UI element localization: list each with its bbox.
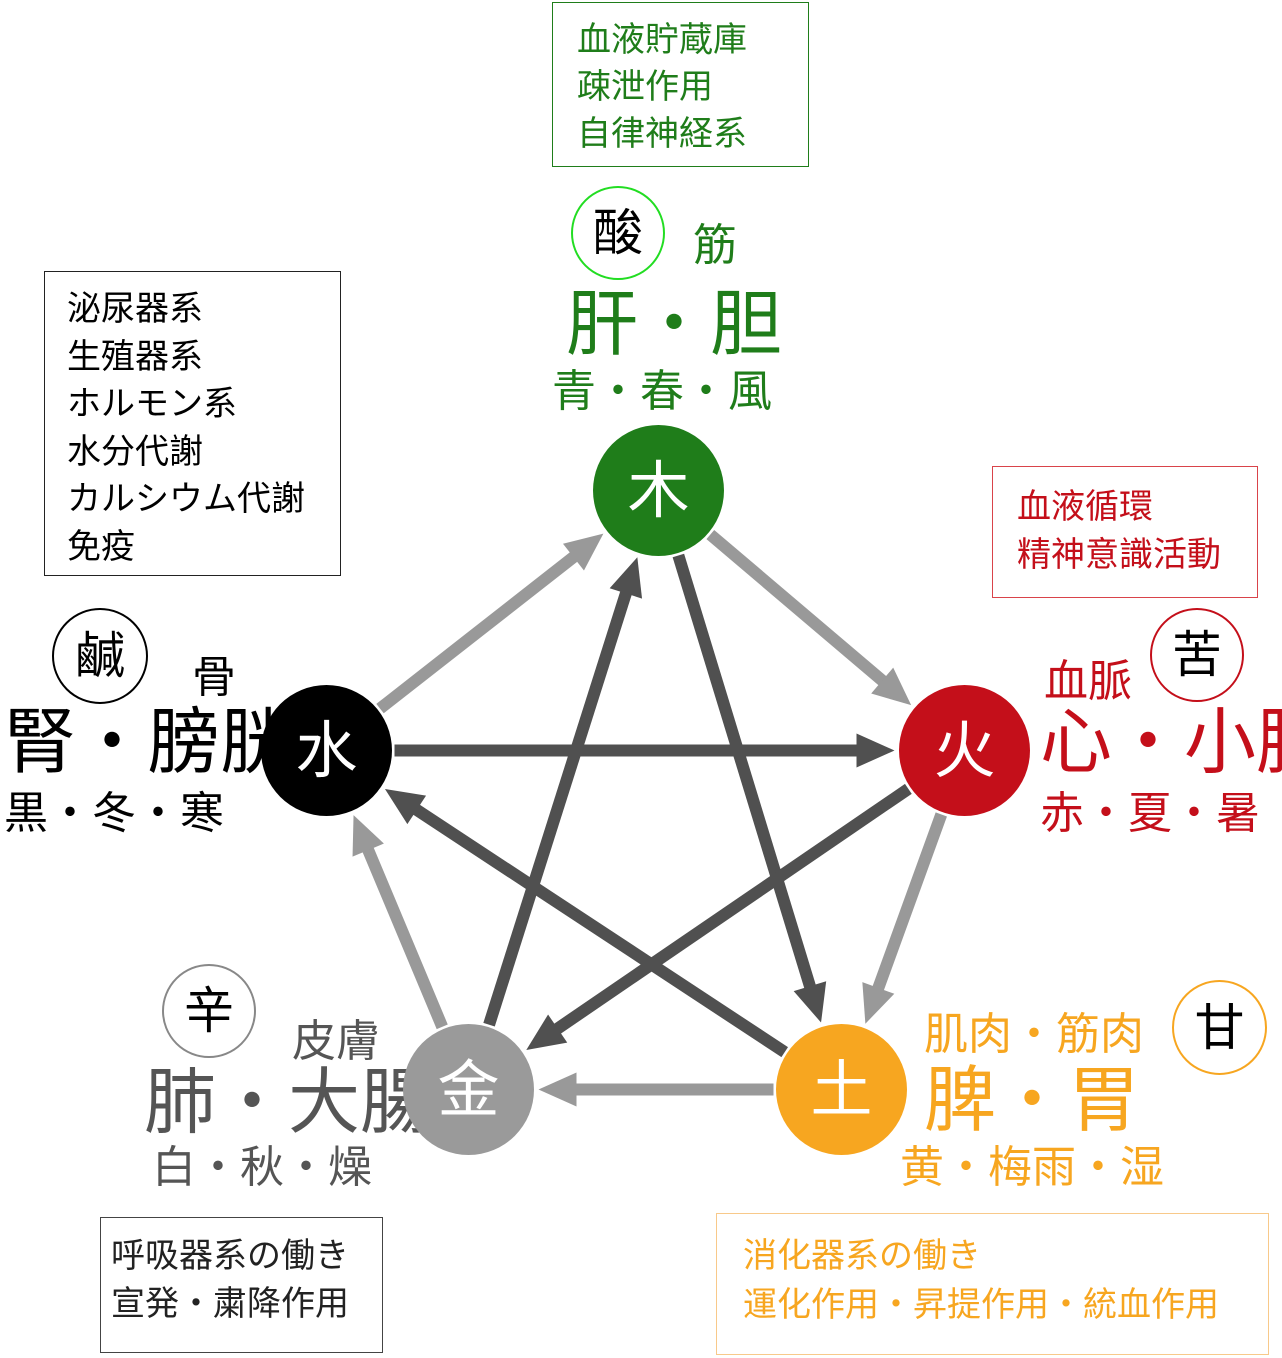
water-functions-box: 泌尿器系 生殖器系 ホルモン系 水分代謝 カルシウム代謝 免疫 (44, 271, 341, 576)
earth-element-char: 土 (810, 1052, 873, 1126)
earth-functions-box: 消化器系の働き 運化作用・昇提作用・統血作用 (716, 1213, 1269, 1355)
metal-organs: 肺・大腸 (144, 1060, 433, 1144)
earth-element-circle: 土 (776, 1024, 907, 1155)
generating-arrow-fire-to-earth-shaft (872, 812, 947, 992)
metal-attributes: 白・秋・燥 (152, 1142, 372, 1193)
generating-arrow-wood-to-fire-shaft (706, 529, 888, 687)
wood-taste-char: 酸 (593, 204, 643, 262)
generating-arrow-wood-to-fire (706, 529, 912, 706)
earth-taste-sweet: 甘 (1172, 980, 1267, 1075)
controlling-arrow-wood-to-earth (672, 553, 827, 1023)
metal-tissue: 皮膚 (292, 1016, 380, 1067)
controlling-arrow-fire-to-metal-shaft (552, 783, 912, 1035)
water-element-char: 水 (295, 713, 358, 787)
water-function-4: 水分代謝 (67, 431, 203, 472)
generating-arrow-fire-to-earth (862, 812, 947, 1024)
generating-arrow-metal-to-water-head (352, 815, 384, 857)
wood-element-char: 木 (627, 453, 690, 527)
fire-organs: 心・小腸 (1040, 700, 1282, 784)
water-function-3: ホルモン系 (67, 384, 237, 424)
fire-function-1: 血液循環 (1017, 487, 1153, 527)
generating-arrow-metal-to-water-shaft (361, 845, 448, 1030)
controlling-arrow-earth-to-water-head (384, 788, 427, 825)
water-taste-salty: 鹹 (52, 608, 148, 704)
generating-arrow-water-to-wood (376, 533, 604, 714)
earth-organs: 脾・胃 (924, 1058, 1141, 1142)
earth-tissue: 肌肉・筋肉 (924, 1009, 1144, 1060)
earth-attributes: 黄・梅雨・湿 (900, 1142, 1164, 1193)
generating-arrow-earth-to-metal (538, 1072, 774, 1107)
water-taste-char: 鹹 (75, 627, 125, 685)
controlling-arrow-fire-to-metal (526, 783, 912, 1051)
controlling-arrow-earth-to-water (384, 788, 788, 1058)
water-element-circle: 水 (261, 685, 392, 816)
water-function-2: 生殖器系 (67, 336, 203, 377)
generating-arrow-water-to-wood-shaft (376, 551, 579, 714)
earth-function-1: 消化器系の働き (743, 1236, 981, 1276)
metal-function-1: 呼吸器系の働き (111, 1236, 349, 1276)
controlling-arrow-wood-to-earth-head (793, 981, 827, 1023)
wood-taste-sour: 酸 (571, 186, 665, 280)
fire-element-char: 火 (933, 713, 996, 787)
earth-function-2: 運化作用・昇提作用・統血作用 (743, 1285, 1219, 1325)
generating-arrow-water-to-wood-head (562, 533, 604, 571)
controlling-arrow-fire-to-metal-head (526, 1014, 568, 1051)
controlling-arrow-wood-to-earth-shaft (672, 553, 817, 990)
wood-function-2: 疎泄作用 (577, 67, 713, 107)
wood-element-circle: 木 (593, 425, 724, 556)
water-tissue: 骨 (192, 652, 236, 703)
water-organs: 腎・膀胱 (4, 700, 293, 784)
metal-taste-char: 辛 (184, 982, 234, 1040)
water-attributes: 黒・冬・寒 (4, 788, 224, 839)
metal-function-2: 宣発・粛降作用 (111, 1284, 349, 1324)
metal-taste-pungent: 辛 (162, 964, 256, 1058)
controlling-arrow-metal-to-wood-head (609, 557, 643, 599)
wood-function-1: 血液貯蔵庫 (577, 20, 747, 60)
generating-arrow-fire-to-earth-head (862, 982, 895, 1024)
water-function-1: 泌尿器系 (67, 289, 203, 329)
water-function-5: カルシウム代謝 (67, 479, 305, 519)
wood-organs: 肝・胆 (566, 282, 783, 366)
fire-functions-box: 血液循環 精神意識活動 (992, 466, 1258, 598)
metal-functions-box: 呼吸器系の働き 宣発・粛降作用 (100, 1217, 383, 1353)
fire-attributes: 赤・夏・暑 (1040, 788, 1260, 839)
metal-element-circle: 金 (403, 1024, 534, 1155)
controlling-arrow-metal-to-wood (483, 557, 643, 1027)
earth-taste-char: 甘 (1194, 998, 1245, 1057)
fire-taste-char: 苦 (1172, 626, 1222, 684)
generating-arrow-earth-to-metal-head (538, 1072, 577, 1107)
wood-tissue: 筋 (693, 220, 737, 271)
generating-arrow-wood-to-fire-head (871, 667, 912, 706)
wood-function-3: 自律神経系 (577, 114, 747, 154)
controlling-arrow-earth-to-water-shaft (411, 803, 788, 1058)
controlling-arrow-metal-to-wood-shaft (483, 589, 633, 1027)
water-function-6: 免疫 (67, 526, 135, 567)
fire-element-circle: 火 (899, 685, 1030, 816)
controlling-arrow-water-to-fire (394, 733, 895, 768)
fire-tissue: 血脈 (1044, 656, 1132, 707)
metal-element-char: 金 (437, 1052, 500, 1126)
wood-functions-box: 血液貯蔵庫 疎泄作用 自律神経系 (552, 2, 809, 167)
generating-arrow-metal-to-water (352, 815, 448, 1030)
fire-taste-bitter: 苦 (1150, 608, 1244, 702)
wood-attributes: 青・春・風 (552, 366, 772, 417)
controlling-arrow-water-to-fire-head (856, 733, 895, 768)
fire-function-2: 精神意識活動 (1017, 535, 1221, 575)
